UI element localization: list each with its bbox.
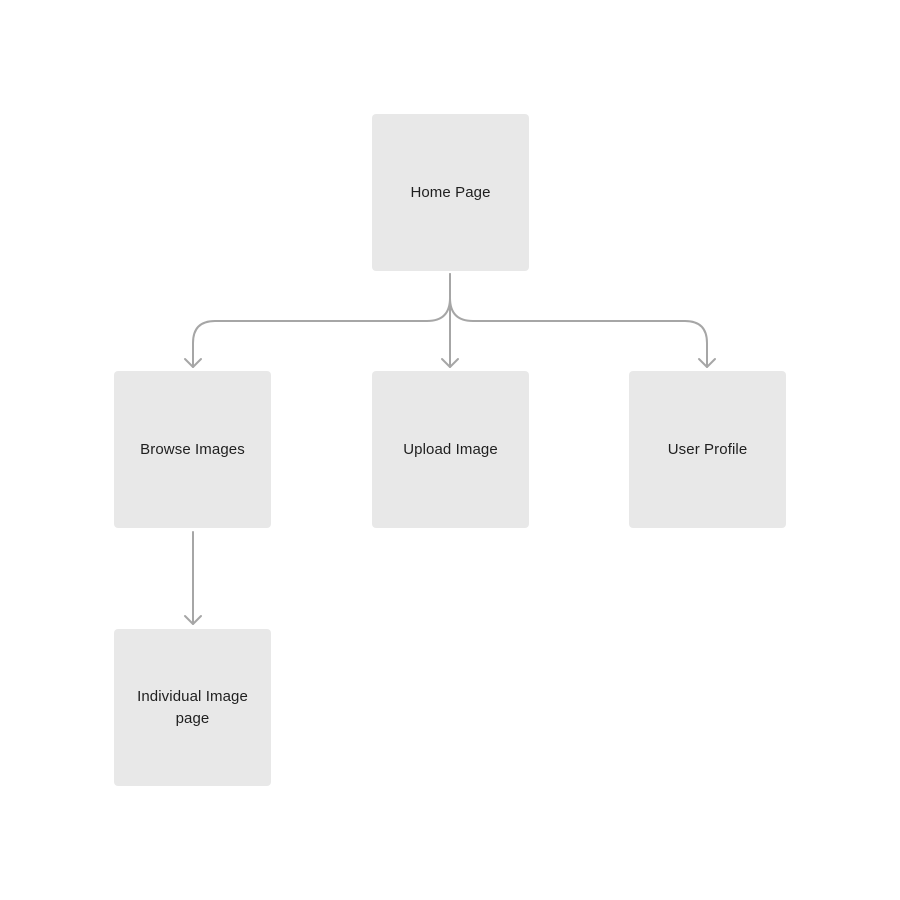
node-home-page: Home Page <box>372 114 529 271</box>
connector-home-to-browse <box>192 273 451 368</box>
node-upload-image: Upload Image <box>372 371 529 528</box>
node-label-upload-image: Upload Image <box>403 440 498 458</box>
node-label-home-page: Home Page <box>410 183 491 201</box>
node-individual-image-page: Individual Image page <box>114 629 271 786</box>
node-user-profile: User Profile <box>629 371 786 528</box>
arrowhead-individual <box>184 615 202 625</box>
connector-home-to-profile <box>449 297 708 368</box>
arrowhead-profile <box>698 358 716 368</box>
node-label-user-profile: User Profile <box>667 440 748 458</box>
node-label-individual-image-page: Individual Image page <box>137 687 248 727</box>
arrowhead-upload <box>441 358 459 368</box>
node-browse-images: Browse Images <box>114 371 271 528</box>
node-label-browse-images: Browse Images <box>140 440 245 458</box>
arrowhead-browse <box>184 358 202 368</box>
